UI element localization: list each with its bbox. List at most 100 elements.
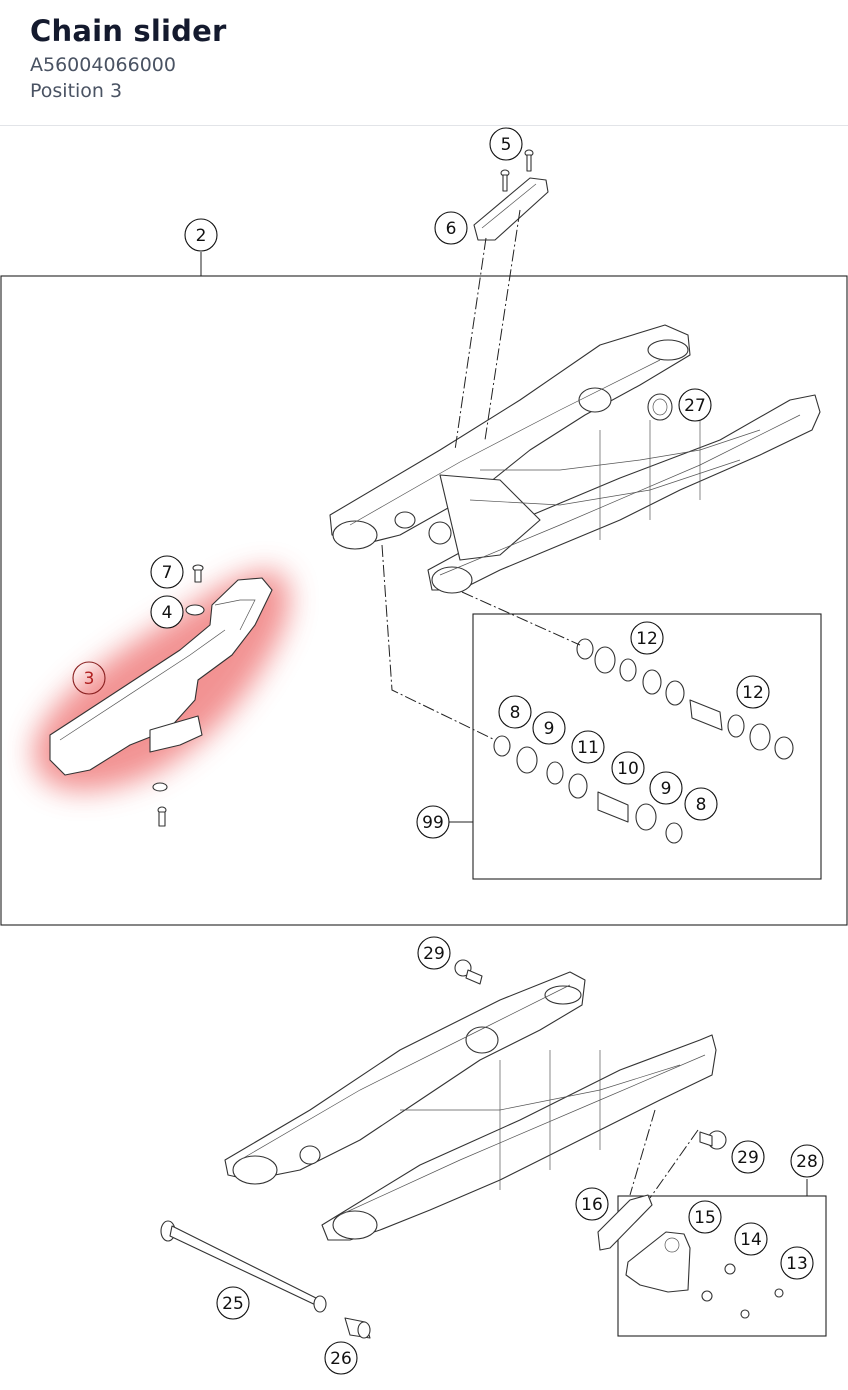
bearing-set	[493, 638, 794, 844]
callout-15[interactable]: 15	[688, 1200, 722, 1234]
callout-11[interactable]: 11	[571, 730, 605, 764]
callout-label: 29	[737, 1148, 759, 1168]
callout-circle	[575, 1187, 609, 1221]
callout-12[interactable]: 12	[630, 621, 664, 655]
callout-7[interactable]: 7	[150, 555, 184, 589]
part-27	[647, 393, 673, 421]
callout-circle	[649, 771, 683, 805]
callout-label: 12	[636, 629, 658, 649]
page-title: Chain slider	[30, 14, 227, 48]
callout-circle	[571, 730, 605, 764]
assembly-28-frame	[617, 1195, 827, 1337]
callout-5[interactable]: 5	[489, 127, 523, 161]
part-number: A56004066000	[30, 54, 176, 76]
callout-circle	[630, 621, 664, 655]
callout-circle	[532, 711, 566, 745]
position-label: Position 3	[30, 80, 123, 102]
upper-swingarm	[329, 324, 821, 594]
callout-circle	[417, 936, 451, 970]
callout-circle	[780, 1246, 814, 1280]
callout-9[interactable]: 9	[532, 711, 566, 745]
callout-label: 29	[423, 944, 445, 964]
callout-label: 6	[446, 219, 457, 239]
callout-3[interactable]: 3	[72, 661, 106, 695]
part-26-spacer	[344, 1317, 371, 1339]
callout-circle	[734, 1222, 768, 1256]
leader-line	[629, 1109, 656, 1196]
callout-8[interactable]: 8	[684, 787, 718, 821]
part-29-bolt-right	[699, 1130, 727, 1150]
callout-26[interactable]: 26	[324, 1341, 358, 1375]
callout-6[interactable]: 6	[434, 211, 468, 245]
part-15-guard	[625, 1231, 691, 1293]
part-29-bolt-top	[454, 959, 483, 985]
leader-line	[461, 591, 581, 646]
callout-circle	[731, 1140, 765, 1174]
callout-label: 26	[330, 1349, 352, 1369]
callout-28[interactable]: 28	[790, 1144, 824, 1178]
callout-label: 9	[661, 779, 672, 799]
callout-label: 3	[84, 669, 95, 689]
callout-29[interactable]: 29	[731, 1140, 765, 1174]
callout-circle	[489, 127, 523, 161]
part-4-washer	[185, 604, 205, 616]
callout-29[interactable]: 29	[417, 936, 451, 970]
callout-circle	[216, 1286, 250, 1320]
callout-label: 27	[684, 396, 706, 416]
callout-circle	[498, 695, 532, 729]
callout-circle	[184, 218, 218, 252]
callout-circle	[688, 1200, 722, 1234]
callout-label: 4	[162, 603, 173, 623]
part-5-screws	[500, 149, 534, 192]
callout-12[interactable]: 12	[736, 675, 770, 709]
callout-label: 13	[786, 1254, 808, 1274]
callout-label: 11	[577, 738, 599, 758]
callout-label: 5	[501, 135, 512, 155]
part-14-nuts	[701, 1263, 736, 1302]
callout-label: 14	[740, 1230, 762, 1250]
callout-label: 25	[222, 1294, 244, 1314]
callout-label: 8	[696, 795, 707, 815]
lower-screw	[152, 782, 168, 827]
part-7-screw	[192, 564, 204, 583]
callout-label: 15	[694, 1208, 716, 1228]
callout-13[interactable]: 13	[780, 1246, 814, 1280]
callout-circle	[72, 661, 106, 695]
callout-circle	[324, 1341, 358, 1375]
callout-16[interactable]: 16	[575, 1187, 609, 1221]
lower-swingarm	[224, 971, 717, 1241]
callout-circle	[434, 211, 468, 245]
assembly-2-frame	[0, 275, 848, 926]
callout-circle	[790, 1144, 824, 1178]
leader-line	[381, 544, 496, 741]
page-header: Chain slider A56004066000 Position 3	[0, 0, 848, 126]
callout-label: 99	[422, 813, 444, 833]
callout-27[interactable]: 27	[678, 388, 712, 422]
callout-circle	[416, 805, 450, 839]
callout-label: 12	[742, 683, 764, 703]
callout-circle	[684, 787, 718, 821]
part-16-bracket	[597, 1194, 653, 1251]
callout-4[interactable]: 4	[150, 595, 184, 629]
chain-slider-part	[49, 577, 273, 776]
part-13-screws	[740, 1288, 784, 1319]
callout-25[interactable]: 25	[216, 1286, 250, 1320]
callout-label: 10	[617, 759, 639, 779]
callout-2[interactable]: 2	[184, 218, 218, 252]
callout-10[interactable]: 10	[611, 751, 645, 785]
callout-8[interactable]: 8	[498, 695, 532, 729]
callout-99[interactable]: 99	[416, 805, 450, 839]
callout-circle	[678, 388, 712, 422]
callout-label: 28	[796, 1152, 818, 1172]
callout-14[interactable]: 14	[734, 1222, 768, 1256]
part-6-guide	[473, 177, 549, 241]
callout-9[interactable]: 9	[649, 771, 683, 805]
callout-label: 16	[581, 1195, 603, 1215]
callout-label: 7	[162, 563, 173, 583]
part-25-axle	[160, 1220, 327, 1313]
leader-line	[484, 209, 521, 441]
callout-circle	[150, 595, 184, 629]
assembly-99-frame	[472, 613, 822, 880]
